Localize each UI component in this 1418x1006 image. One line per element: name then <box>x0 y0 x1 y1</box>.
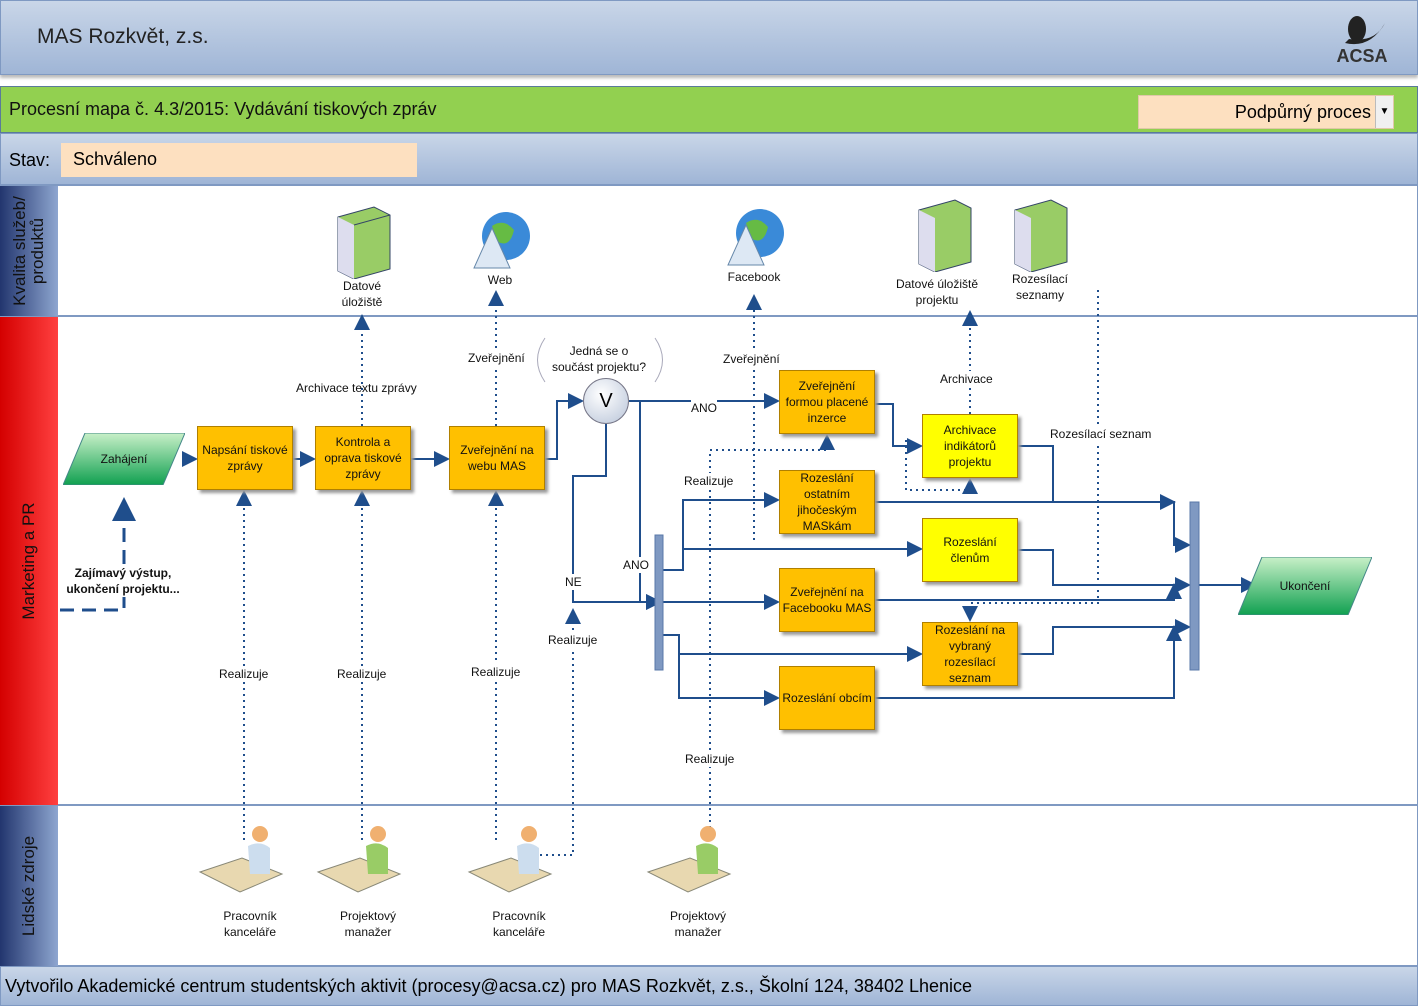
task-publish-web[interactable]: Zveřejnění na webu MAS <box>449 426 545 490</box>
person-at-desk-icon <box>198 826 284 893</box>
status-bar: Stav: Schváleno <box>0 133 1418 185</box>
acsa-logo: ACSA <box>1335 13 1389 67</box>
label-realizes: Realizuje <box>548 632 598 648</box>
label-no: NE <box>565 574 582 590</box>
person-role: Pracovník kanceláře <box>223 909 277 939</box>
resource-project-storage: Datové úložiště projektu <box>895 277 979 307</box>
header: MAS Rozkvět, z.s. ACSA <box>0 0 1418 75</box>
task-send-towns[interactable]: Rozeslání obcím <box>779 666 875 730</box>
label-realizes: Realizuje <box>471 664 521 680</box>
task-send-mas[interactable]: Rozeslání ostatním jihočeským MASkám <box>779 470 875 534</box>
lane-label-hr: Lidské zdroje <box>0 806 58 966</box>
task-archive-indicators[interactable]: Archivace indikátorů projektu <box>922 414 1018 478</box>
process-type-select[interactable]: Podpůrný proces ▼ <box>1138 95 1394 129</box>
server-icon <box>918 199 972 272</box>
status-value: Schváleno <box>61 143 417 177</box>
label-publish: Zveřejnění <box>723 351 780 367</box>
label-realizes: Realizuje <box>337 666 387 682</box>
person-role: Pracovník kanceláře <box>492 909 546 939</box>
task-send-list[interactable]: Rozeslání na vybraný rozesílací seznam <box>922 622 1018 686</box>
globe-icon <box>473 212 530 269</box>
person-role: Projektový manažer <box>669 909 727 939</box>
task-send-members[interactable]: Rozeslání členům <box>922 518 1018 582</box>
person-at-desk-icon <box>467 826 553 893</box>
task-write[interactable]: Napsání tiskové zprávy <box>197 426 293 490</box>
label-realizes: Realizuje <box>684 473 734 489</box>
process-type-value: Podpůrný proces <box>1234 102 1371 122</box>
label-yes: ANO <box>623 557 650 573</box>
task-check[interactable]: Kontrola a oprava tiskové zprávy <box>315 426 411 490</box>
task-paid-ad[interactable]: Zveřejnění formou placené inzerce <box>779 370 875 434</box>
label-mailing-list: Rozesílací seznam <box>1050 426 1152 442</box>
resource-storage: Datové úložiště <box>341 279 383 309</box>
title-bar: Procesní mapa č. 4.3/2015: Vydávání tisk… <box>0 86 1418 133</box>
start-event[interactable]: Zahájení <box>63 433 185 485</box>
resource-mailing-lists: Rozesílací seznamy <box>1011 272 1069 302</box>
person-at-desk-icon <box>646 826 732 893</box>
gateway-circle[interactable]: V <box>583 378 629 424</box>
label-archive: Archivace <box>940 371 993 387</box>
org-name: MAS Rozkvět, z.s. <box>37 25 209 48</box>
chevron-down-icon[interactable]: ▼ <box>1375 96 1393 128</box>
end-event[interactable]: Ukončení <box>1238 557 1372 615</box>
person-role: Projektový manažer <box>339 909 397 939</box>
footer: Vytvořilo Akademické centrum studentskýc… <box>0 966 1418 1006</box>
label-realizes: Realizuje <box>685 751 735 767</box>
process-map-title: Procesní mapa č. 4.3/2015: Vydávání tisk… <box>9 99 437 119</box>
label-archive-text: Archivace textu zprávy <box>296 381 417 395</box>
lane-label-marketing: Marketing a PR <box>0 317 58 805</box>
label-publish: Zveřejnění <box>468 350 525 366</box>
label-yes: ANO <box>691 400 718 416</box>
label-realizes: Realizuje <box>219 666 269 682</box>
globe-icon <box>727 209 784 266</box>
server-icon <box>337 206 391 279</box>
gateway-question: Jedná se o součást projektu? <box>551 344 647 374</box>
lane-label-quality: Kvalita služeb/ produktů <box>0 186 58 316</box>
server-icon <box>1014 199 1068 272</box>
person-at-desk-icon <box>316 826 402 893</box>
resource-facebook: Facebook <box>727 270 781 284</box>
task-publish-facebook[interactable]: Zveřejnění na Facebooku MAS <box>779 568 875 632</box>
status-label: Stav: <box>9 150 51 170</box>
footer-text: Vytvořilo Akademické centrum studentskýc… <box>5 976 973 996</box>
resource-web: Web <box>487 273 513 287</box>
label-trigger: Zajímavý výstup, ukončení projektu... <box>62 565 184 597</box>
